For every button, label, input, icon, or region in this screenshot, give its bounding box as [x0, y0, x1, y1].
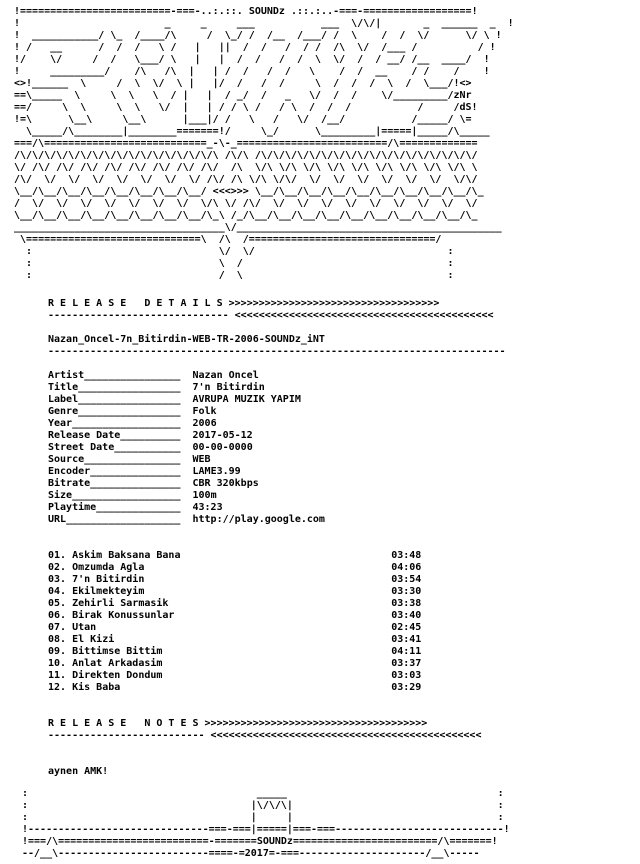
release-name: Nazan_Oncel-7n_Bitirdin-WEB-TR-2006-SOUN… — [48, 334, 325, 345]
track-row: 03. 7'n Bitirdin 03:54 — [48, 574, 422, 585]
info-value: Folk — [192, 406, 217, 417]
track-row: 12. Kis Baba 03:29 — [48, 682, 422, 693]
release-notes-heading: R E L E A S E N O T E S — [48, 718, 199, 729]
track-row: 10. Anlat Arkadasim 03:37 — [48, 658, 422, 669]
info-key: Bitrate — [48, 478, 91, 489]
track-row: 09. Bittimse Bittim 04:11 — [48, 646, 422, 657]
info-key: Artist — [48, 370, 85, 381]
info-value: 7'n Bitirdin — [192, 382, 265, 393]
info-key: Genre — [48, 406, 79, 417]
footer-year: 2017 — [244, 848, 269, 859]
info-value: CBR 320kbps — [192, 478, 259, 489]
ascii-art-banner: !=========================-===-..:.::. S… — [14, 6, 514, 281]
track-row: 06. Birak Konussunlar 03:40 — [48, 610, 422, 621]
info-key: URL — [48, 514, 67, 525]
track-row: 07. Utan 02:45 — [48, 622, 422, 633]
info-key: Playtime — [48, 502, 97, 513]
info-value: 43:23 — [192, 502, 223, 513]
info-value: Nazan Oncel — [192, 370, 259, 381]
info-key: Street Date — [48, 442, 115, 453]
info-key: Release Date — [48, 430, 121, 441]
release-notes-text: aynen AMK! — [48, 766, 109, 777]
info-value: 2006 — [192, 418, 217, 429]
info-key: Year — [48, 418, 73, 429]
info-value: LAME3.99 — [192, 466, 241, 477]
track-row: 04. Ekilmekteyim 03:30 — [48, 586, 422, 597]
info-value: AVRUPA MUZIK YAPIM — [192, 394, 301, 405]
info-value: WEB — [192, 454, 211, 465]
track-row: 11. Direkten Dondum 03:03 — [48, 670, 422, 681]
info-value: http://play.google.com — [192, 514, 325, 525]
header-brand: SOUNDz — [248, 6, 285, 17]
info-value: 2017-05-12 — [192, 430, 253, 441]
info-key: Label — [48, 394, 79, 405]
track-row: 02. Omzumda Agla 04:06 — [48, 562, 422, 573]
info-value: 100m — [192, 490, 217, 501]
footer-brand: SOUNDz — [256, 836, 293, 847]
ascii-footer: : _____ :: |\/\/\| :: | — [22, 788, 510, 859]
info-key: Title — [48, 382, 79, 393]
info-key: Encoder — [48, 466, 91, 477]
info-key: Size — [48, 490, 73, 501]
info-value: 00-00-0000 — [192, 442, 253, 453]
release-info-block: R E L E A S E D E T A I L S >>>>>>>>>>>>… — [48, 298, 506, 777]
info-key: Source — [48, 454, 85, 465]
track-row: 05. Zehirli Sarmasik 03:38 — [48, 598, 422, 609]
release-details-heading: R E L E A S E D E T A I L S — [48, 298, 223, 309]
track-row: 01. Askim Baksana Bana 03:48 — [48, 550, 422, 561]
track-row: 08. El Kizi 03:41 — [48, 634, 422, 645]
